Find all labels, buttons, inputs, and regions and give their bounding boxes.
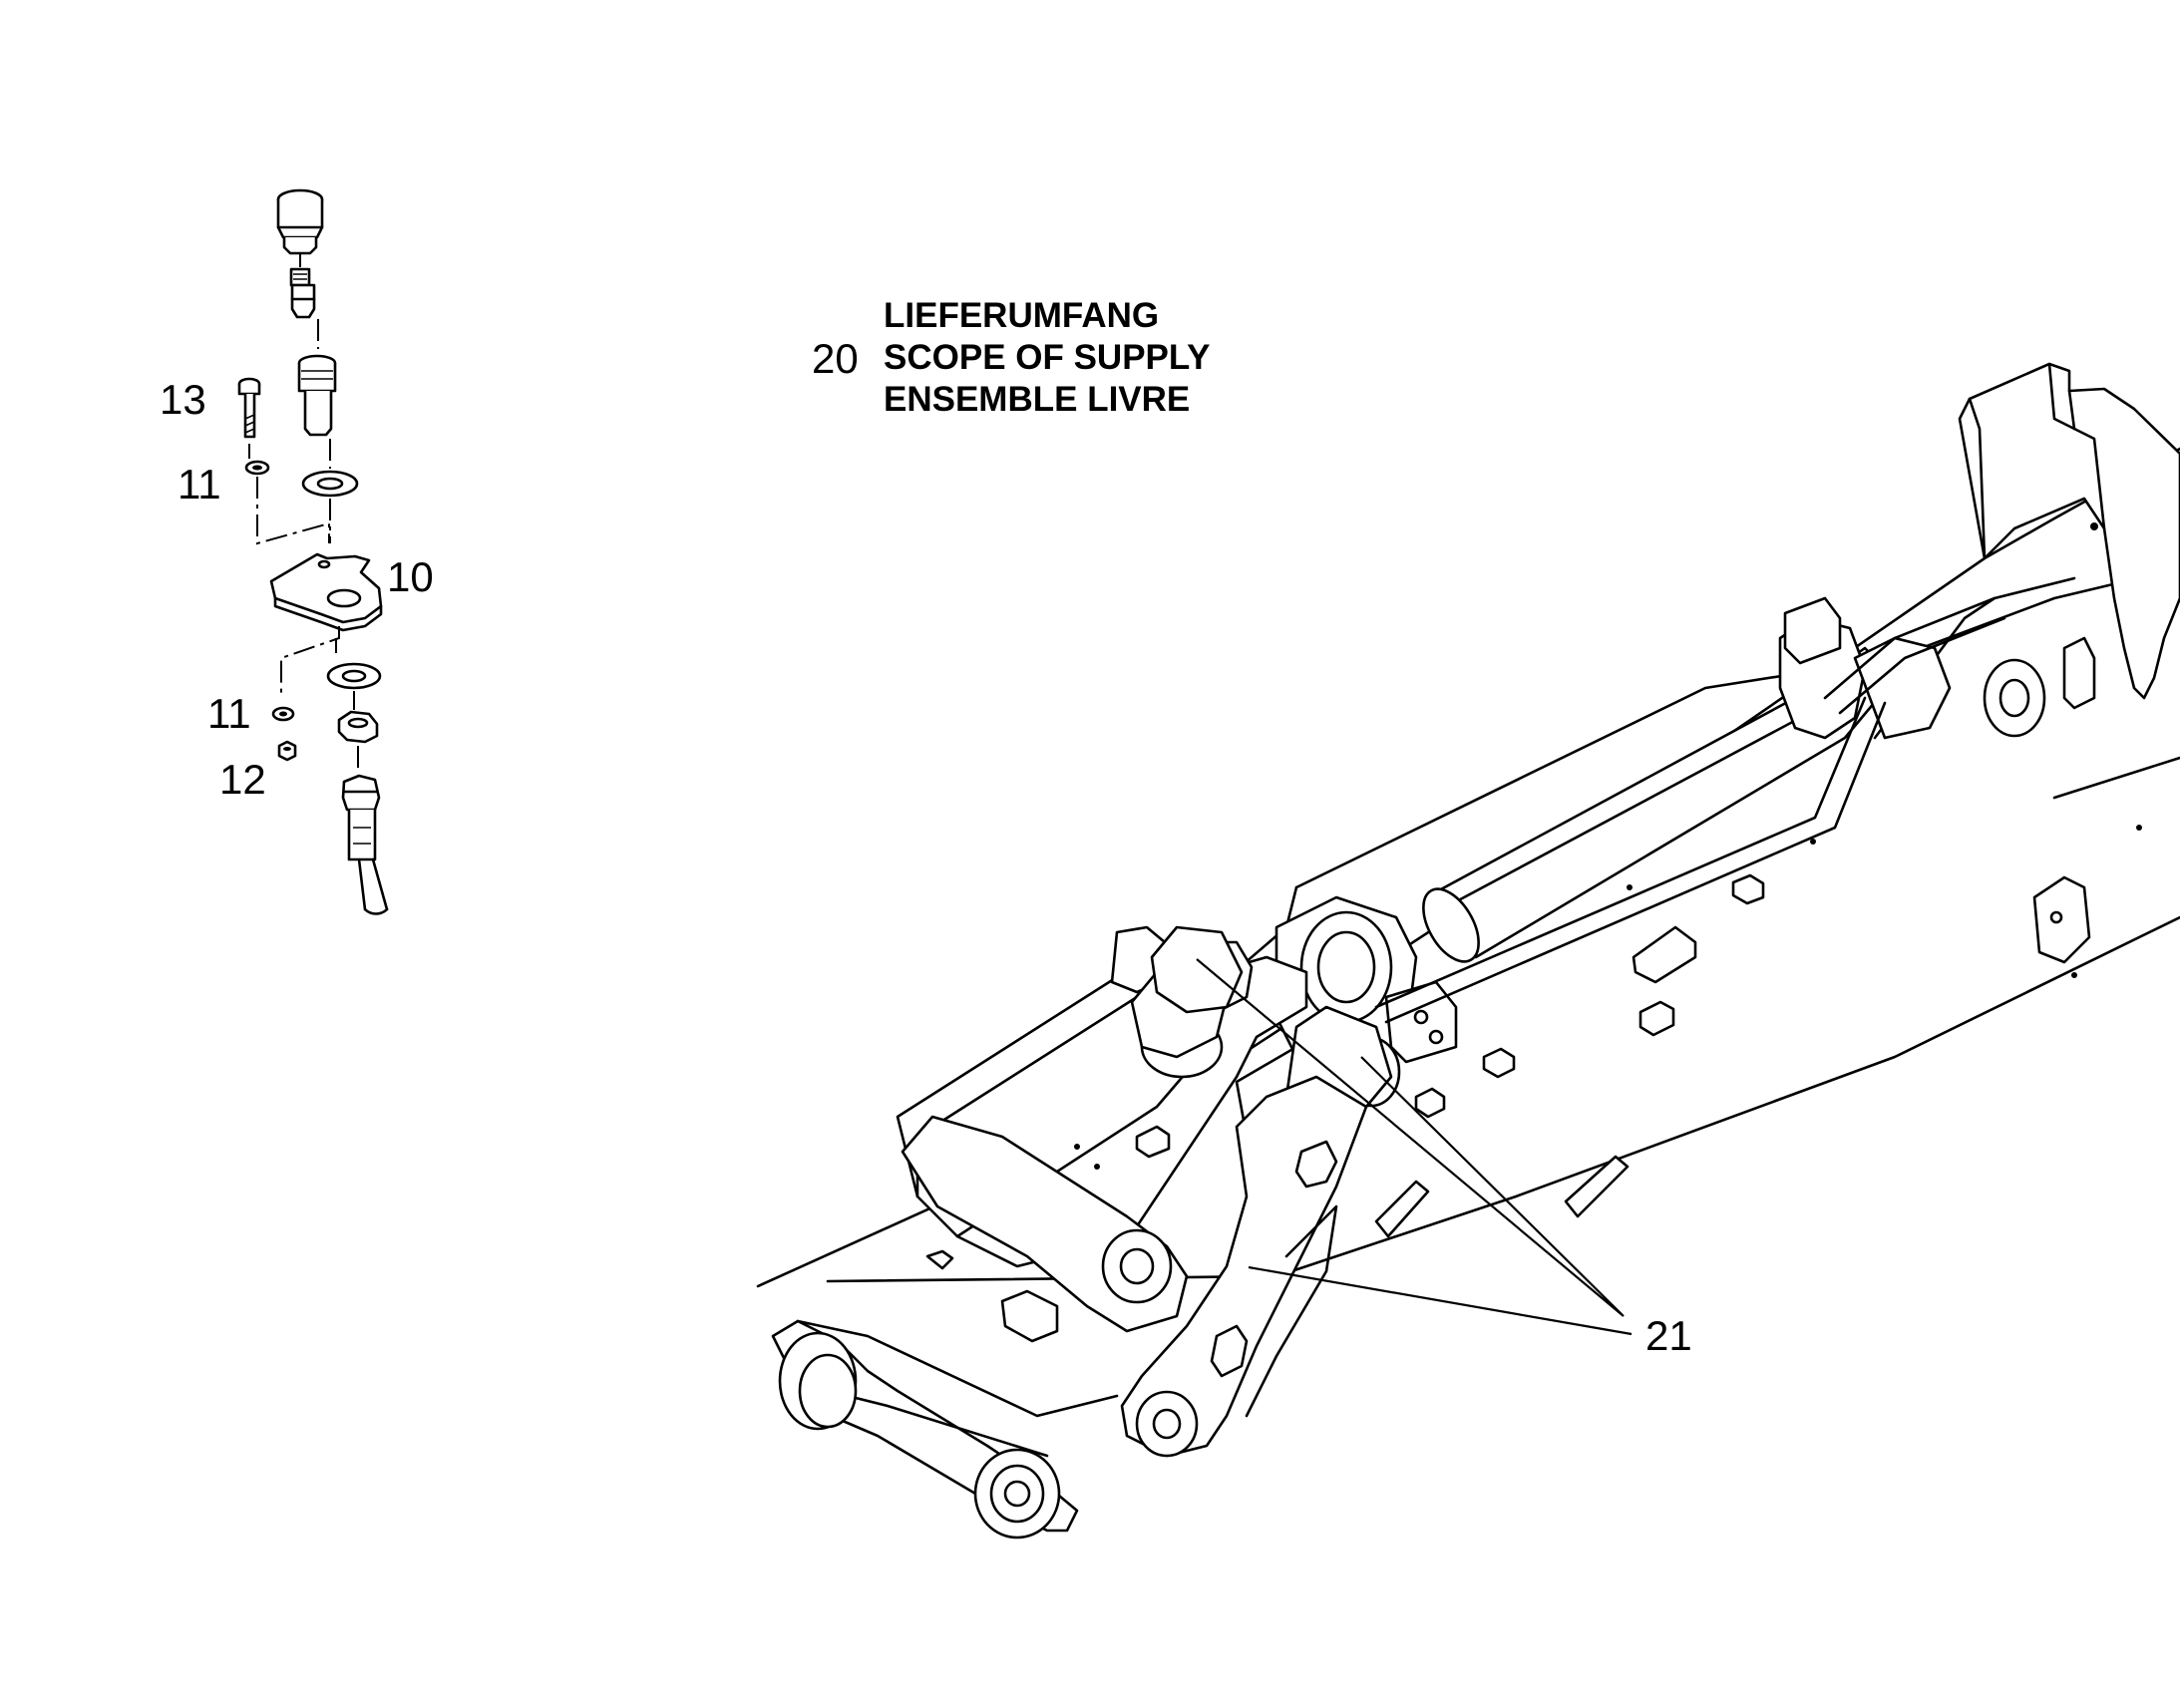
callout-21: 21: [1645, 1312, 1692, 1359]
boom-assembly: [756, 362, 2180, 1539]
callout-11-lower: 11: [207, 690, 251, 737]
link-arms: [1120, 925, 1393, 1458]
scope-line-en: SCOPE OF SUPPLY: [884, 338, 1210, 377]
straight-connector: [297, 354, 337, 437]
scope-line-fr: ENSEMBLE LIVRE: [884, 380, 1190, 419]
leader-21: [1196, 958, 1633, 1336]
scope-of-supply-note: LIEFERUMFANG SCOPE OF SUPPLY ENSEMBLE LI…: [884, 296, 1210, 419]
lower-link: [771, 1249, 1119, 1539]
spring-washer-upper: [244, 460, 270, 476]
hex-nut: [337, 710, 379, 744]
bracket-plate: [269, 552, 383, 632]
bolt-marks: [1074, 522, 2142, 1170]
callout-11-upper: 11: [178, 461, 221, 508]
fitting-stack: [269, 188, 389, 915]
hose-end: [341, 774, 389, 915]
upper-crossbar: [901, 1115, 1189, 1333]
lower-washer: [326, 662, 382, 690]
callout-12: 12: [219, 756, 266, 803]
scope-line-de: LIEFERUMFANG: [884, 296, 1159, 335]
callout-10: 10: [387, 553, 434, 600]
cap-nut: [276, 188, 324, 255]
callout-20: 20: [812, 335, 859, 382]
sealing-washer: [301, 470, 359, 498]
hex-bolt: [237, 377, 261, 439]
top-pivot: [1778, 596, 2096, 740]
lock-nut: [277, 740, 297, 762]
callout-13: 13: [160, 376, 206, 423]
fastener-set: [237, 377, 340, 762]
adapter: [289, 267, 316, 319]
spring-washer-lower: [271, 706, 295, 722]
